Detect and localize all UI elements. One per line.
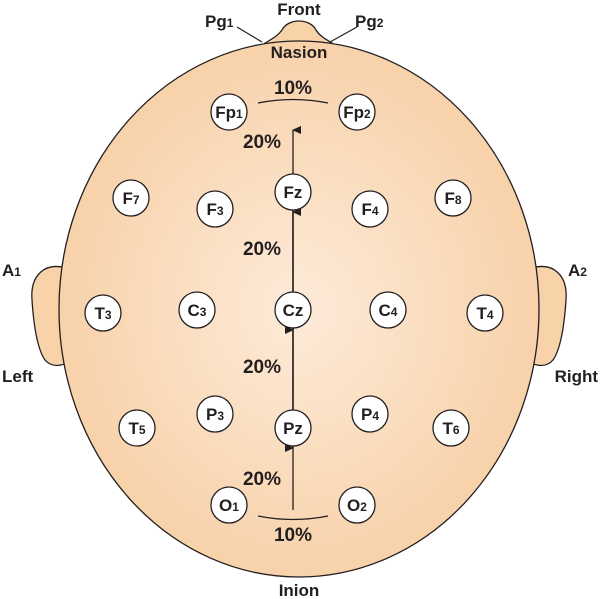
electrode-circle bbox=[338, 93, 376, 131]
electrode-f3[interactable]: F3 bbox=[196, 190, 234, 228]
electrode-circle bbox=[274, 173, 312, 211]
bottom-arc bbox=[257, 515, 329, 521]
electrode-label: Pz bbox=[283, 419, 303, 438]
top-arc bbox=[257, 98, 329, 104]
front-label: Front bbox=[277, 0, 321, 19]
electrode-cz[interactable]: Cz bbox=[274, 291, 312, 329]
left-label: Left bbox=[2, 367, 34, 386]
electrode-label: Fp1 bbox=[215, 103, 243, 122]
electrode-label: F3 bbox=[206, 200, 223, 219]
electrode-t3[interactable]: T3 bbox=[84, 294, 122, 332]
electrode-label: P3 bbox=[206, 405, 224, 424]
electrode-f7[interactable]: F7 bbox=[112, 179, 150, 217]
electrode-circle bbox=[351, 190, 389, 228]
electrode-label: T3 bbox=[94, 304, 111, 323]
electrode-label: F4 bbox=[361, 200, 378, 219]
pct-top-10: 10% bbox=[274, 78, 312, 99]
electrode-circle bbox=[118, 409, 156, 447]
electrode-c3[interactable]: C3 bbox=[178, 291, 216, 329]
electrode-circle bbox=[196, 395, 234, 433]
electrode-pz[interactable]: Pz bbox=[274, 409, 312, 447]
right-label: Right bbox=[555, 367, 599, 386]
electrode-circle bbox=[210, 93, 248, 131]
electrode-label: F7 bbox=[122, 189, 139, 208]
electrode-f8[interactable]: F8 bbox=[434, 179, 472, 217]
electrode-label: T4 bbox=[476, 304, 493, 323]
electrode-t5[interactable]: T5 bbox=[118, 409, 156, 447]
inion-label: Inion bbox=[279, 581, 320, 599]
pct-fp-fz: 20% bbox=[243, 132, 281, 153]
electrode-circle bbox=[432, 409, 470, 447]
electrode-o1[interactable]: O1 bbox=[210, 486, 248, 524]
electrode-label: Cz bbox=[283, 301, 304, 320]
pct-cz-pz: 20% bbox=[243, 357, 281, 378]
electrode-circle bbox=[466, 294, 504, 332]
electrode-circle bbox=[369, 291, 407, 329]
electrode-o2[interactable]: O2 bbox=[338, 486, 376, 524]
electrode-p3[interactable]: P3 bbox=[196, 395, 234, 433]
electrode-f4[interactable]: F4 bbox=[351, 190, 389, 228]
pg2-pointer bbox=[329, 26, 358, 43]
pct-fz-cz: 20% bbox=[243, 239, 281, 260]
electrode-label: Fz bbox=[284, 183, 303, 202]
electrode-circle bbox=[210, 486, 248, 524]
electrode-fp1[interactable]: Fp1 bbox=[210, 93, 248, 131]
pg2-label: Pg2 bbox=[355, 12, 384, 31]
nasion-label: Nasion bbox=[271, 43, 328, 62]
electrode-label: T6 bbox=[442, 419, 459, 438]
electrode-t6[interactable]: T6 bbox=[432, 409, 470, 447]
electrode-label: T5 bbox=[128, 419, 145, 438]
electrode-circle bbox=[274, 409, 312, 447]
electrode-label: O1 bbox=[219, 496, 239, 515]
electrode-circle bbox=[351, 395, 389, 433]
electrode-label: Fp2 bbox=[343, 103, 371, 122]
electrode-circle bbox=[274, 291, 312, 329]
electrode-label: C3 bbox=[188, 301, 207, 320]
electrode-label: F8 bbox=[444, 189, 461, 208]
pct-bottom-10: 10% bbox=[274, 525, 312, 546]
electrode-circle bbox=[196, 190, 234, 228]
electrode-label: P4 bbox=[361, 405, 379, 424]
electrode-t4[interactable]: T4 bbox=[466, 294, 504, 332]
electrode-label: O2 bbox=[347, 496, 367, 515]
electrode-circle bbox=[84, 294, 122, 332]
a1-label: A1 bbox=[2, 261, 21, 280]
pg1-pointer bbox=[236, 26, 263, 43]
pg1-label: Pg1 bbox=[205, 12, 234, 31]
a2-label: A2 bbox=[568, 261, 587, 280]
electrode-c4[interactable]: C4 bbox=[369, 291, 407, 329]
electrode-fz[interactable]: Fz bbox=[274, 173, 312, 211]
electrode-label: C4 bbox=[379, 301, 398, 320]
electrode-circle bbox=[434, 179, 472, 217]
electrode-circle bbox=[112, 179, 150, 217]
electrode-circle bbox=[178, 291, 216, 329]
electrode-p4[interactable]: P4 bbox=[351, 395, 389, 433]
electrode-fp2[interactable]: Fp2 bbox=[338, 93, 376, 131]
pct-pz-o: 20% bbox=[243, 469, 281, 490]
electrode-circle bbox=[338, 486, 376, 524]
